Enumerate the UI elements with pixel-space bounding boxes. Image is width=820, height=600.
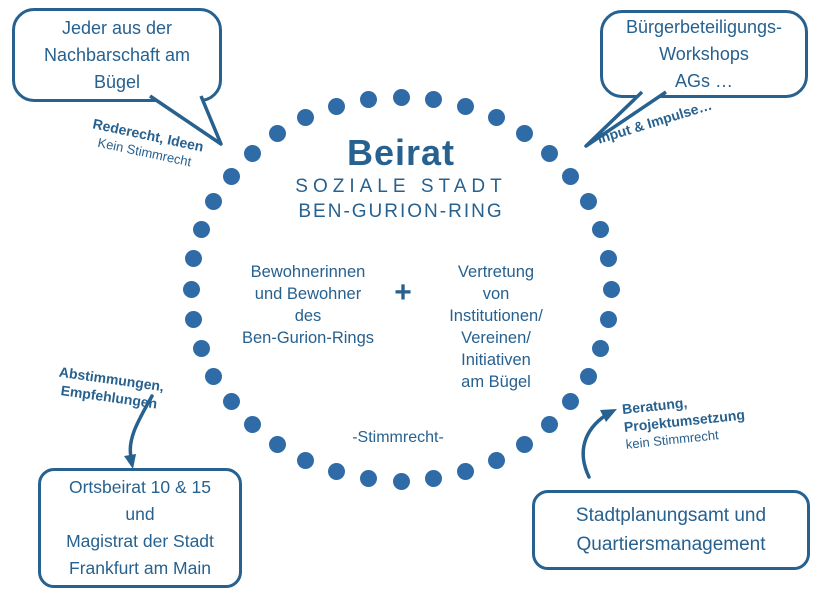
center-right-line: Institutionen/ [449, 307, 543, 325]
box-line: Frankfurt am Main [69, 558, 211, 578]
dot [599, 310, 617, 328]
dot [579, 193, 597, 211]
dot [392, 88, 410, 106]
bubble-line: Jeder aus der [61, 17, 173, 38]
box-bottom-left: Ortsbeirat 10 & 15 und Magistrat der Sta… [38, 468, 242, 588]
dot [602, 280, 620, 298]
dot [540, 144, 558, 162]
dot [392, 472, 410, 490]
center-right-line: Initiativen [461, 351, 531, 369]
dot [222, 393, 240, 411]
center-subtitle-2: BEN-GURION-RING [298, 201, 504, 222]
bubble-line: Nachbarschaft am [43, 44, 191, 65]
dot [205, 193, 223, 211]
dot [185, 310, 203, 328]
plus-sign: + [394, 276, 412, 309]
dot [592, 339, 610, 357]
dot [599, 250, 617, 268]
center-right-line: von [482, 285, 510, 303]
dot [540, 416, 558, 434]
center-right-group: Vertretung von Institutionen/ Vereinen/ … [418, 261, 574, 393]
box-line: Magistrat der Stadt [66, 531, 214, 551]
box-line: Quartiersmanagement [576, 534, 766, 555]
center-title: Beirat [346, 132, 456, 173]
center-right-line: Vereinen/ [461, 329, 531, 347]
dot [297, 451, 315, 469]
dot [592, 221, 610, 239]
dot [185, 250, 203, 268]
box-line: Stadtplanungsamt und [575, 505, 767, 526]
dot [562, 167, 580, 185]
center-right-line: am Bügel [461, 373, 531, 391]
dot [182, 280, 200, 298]
box-bottom-right: Stadtplanungsamt und Quartiersmanagement [532, 490, 810, 570]
center-left-group: Bewohnerinnen und Bewohner des Ben-Gurio… [226, 261, 390, 349]
box-line: Ortsbeirat 10 & 15 [68, 477, 212, 497]
stimmrecht-note: -Stimmrecht- [352, 429, 444, 446]
dot [327, 463, 345, 481]
dot [562, 393, 580, 411]
center-left-line: Ben-Gurion-Rings [241, 329, 375, 347]
dot [244, 416, 261, 434]
dot [244, 144, 261, 162]
dot [269, 435, 287, 453]
dot [327, 97, 345, 115]
center-left-line: des [294, 307, 322, 325]
dot [457, 463, 475, 481]
bubble-line: Bügel [93, 71, 141, 92]
bubble-line: AGs … [674, 70, 733, 91]
dot [359, 470, 377, 488]
dot [515, 125, 533, 143]
center-left-line: Bewohnerinnen [250, 263, 366, 281]
bubble-top-left: Jeder aus der Nachbarschaft am Bügel [12, 8, 222, 102]
dot [297, 109, 315, 127]
dot [425, 90, 443, 108]
dot [205, 367, 223, 385]
dot [192, 221, 210, 239]
dot [425, 470, 443, 488]
dot [222, 167, 240, 185]
dot [487, 451, 505, 469]
dot [515, 435, 533, 453]
dot [487, 109, 505, 127]
dot [457, 97, 475, 115]
center-right-line: Vertretung [457, 263, 535, 281]
dot [579, 367, 597, 385]
center-left-line: und Bewohner [254, 285, 362, 303]
bubble-line: Bürgerbeteiligungs- [625, 16, 783, 37]
box-line: und [125, 504, 155, 524]
dot [192, 339, 210, 357]
bubble-top-right: Bürgerbeteiligungs- Workshops AGs … [600, 10, 808, 98]
dot [269, 125, 287, 143]
dot [359, 90, 377, 108]
bubble-line: Workshops [659, 43, 749, 64]
center-subtitle-1: SOZIALE STADT [295, 176, 507, 197]
